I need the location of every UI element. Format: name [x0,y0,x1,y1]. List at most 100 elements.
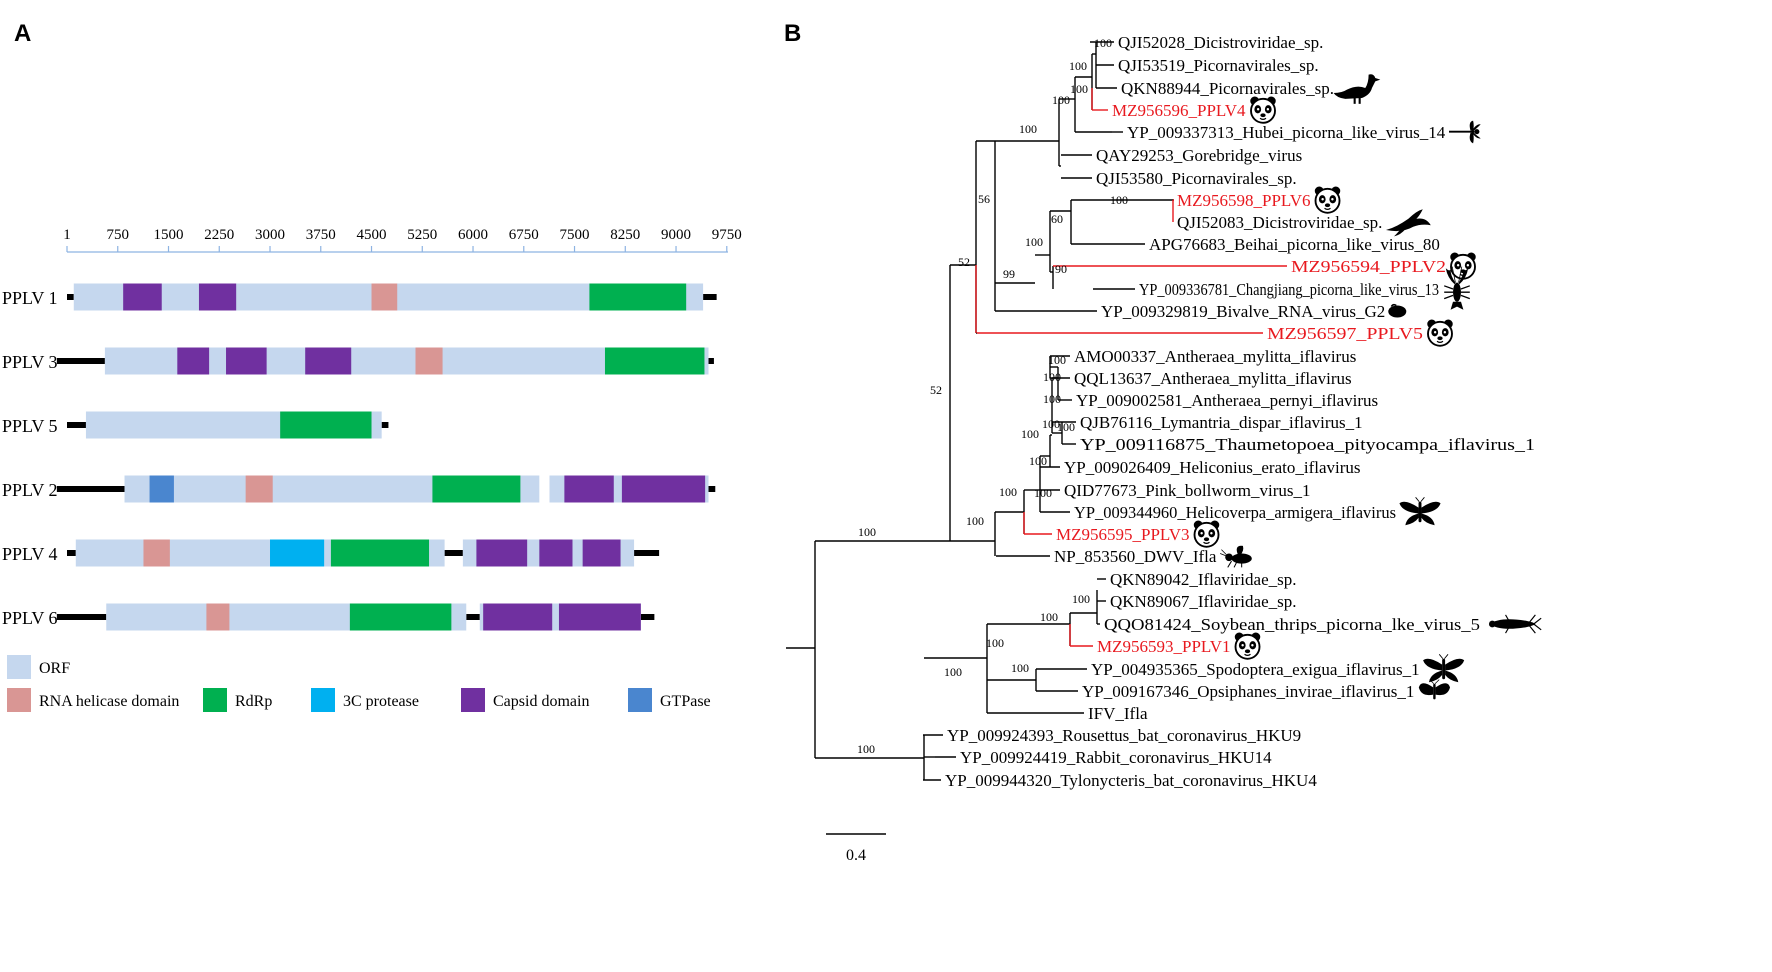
genome-row: PPLV 2 [2,475,716,503]
taxon-label: YP_009944320_Tylonycteris_bat_coronaviru… [945,771,1317,790]
scale-tick-label: 750 [107,227,130,243]
taxon-label: QQO81424_Soybean_thrips_picorna_lke_viru… [1104,615,1480,634]
bootstrap-value: 100 [1110,193,1128,207]
legend-item-orf: ORF [7,655,70,679]
bootstrap-value: 100 [1042,417,1060,431]
noncoding-line [708,358,714,364]
legend-swatch [311,688,335,712]
taxon-label: YP_009337313_Hubei_picorna_like_virus_14 [1127,123,1446,142]
taxon-label-highlight: MZ956598_PPLV6 [1177,191,1311,210]
noncoding-line [708,486,716,492]
bootstrap-value: 52 [930,383,942,397]
noncoding-line [56,358,105,364]
moth-icon [1399,497,1441,526]
noncoding-line [634,550,660,556]
bootstrap-value: 100 [857,742,875,756]
capsid-domain [621,475,706,503]
panda-icon [1426,318,1454,347]
noncoding-line [444,550,463,556]
bootstrap-value: 60 [1051,212,1063,226]
noncoding-line [56,486,125,492]
bootstrap-value: 100 [1034,486,1052,500]
scale-bar: 0.4 [826,833,886,864]
bootstrap-value: 100 [1094,36,1112,50]
scale-tick-label: 1 [63,227,71,243]
bootstrap-value: 99 [1003,267,1015,281]
bootstrap-value: 56 [978,192,990,206]
bootstrap-value: 100 [1040,610,1058,624]
legend-item-helicase: RNA helicase domain [7,688,179,712]
taxon-label: YP_004935365_Spodoptera_exigua_iflavirus… [1091,660,1420,679]
taxon-label: QJI53580_Picornavirales_sp. [1096,169,1297,188]
bootstrap-value: 100 [1057,420,1075,434]
capsid-domain [564,475,614,503]
bootstrap-value: 100 [1011,661,1029,675]
bootstrap-value: 100 [1025,235,1043,249]
noncoding-line [466,614,480,620]
taxon-label-highlight: MZ956596_PPLV4 [1112,101,1246,120]
legend-label: 3C protease [343,693,419,710]
legend-swatch [203,688,227,712]
taxon-label: QJB76116_Lymantria_dispar_iflavirus_1 [1080,413,1363,432]
taxon-label: QKN88944_Picornavirales_sp. [1121,79,1334,98]
legend-item-gtpase: GTPase [628,688,711,712]
capsid-domain [483,603,553,631]
rdrp-domain [280,411,372,439]
legend-item-capsid: Capsid domain [461,688,589,712]
bootstrap-value: 100 [1072,592,1090,606]
moth-icon [1422,654,1465,683]
thrips-icon [1488,614,1542,634]
bootstrap-value: 100 [999,485,1017,499]
helicase-domain [143,539,170,567]
butterfly-icon [1418,679,1451,700]
taxon-label: YP_009116875_Thaumetopoea_pityocampa_ifl… [1080,435,1535,454]
legend-label: RdRp [235,693,272,710]
genome-row: PPLV 3 [2,347,714,375]
taxon-label: QKN89067_Iflaviridae_sp. [1110,592,1297,611]
bootstrap-value: 100 [986,636,1004,650]
taxon-label: YP_009336781_Changjiang_picorna_like_vir… [1139,280,1439,299]
noncoding-line [67,294,74,300]
legend-label: GTPase [660,693,711,710]
noncoding-line [67,550,76,556]
bootstrap-value: 100 [944,665,962,679]
taxon-label: QKN89042_Iflaviridae_sp. [1110,570,1297,589]
bee-icon [1219,545,1253,568]
taxon-label: YP_009167346_Opsiphanes_invirae_iflaviru… [1082,682,1414,701]
scale-tick-label: 4500 [357,227,387,243]
scale-tick-label: 3000 [255,227,285,243]
taxon-label: YP_009329819_Bivalve_RNA_virus_G2 [1101,302,1385,321]
taxon-label: QAY29253_Gorebridge_virus [1096,146,1302,165]
taxon-label: APG76683_Beihai_picorna_like_virus_80 [1149,235,1440,254]
bootstrap-value: 100 [1043,392,1061,406]
capsid-domain [177,347,210,375]
capsid-domain [582,539,621,567]
taxon-label: IFV_Ifla [1088,704,1148,723]
scale-tick-label: 6750 [509,227,539,243]
taxon-label: QID77673_Pink_bollworm_virus_1 [1064,481,1311,500]
bootstrap-value: 100 [1029,454,1047,468]
rdrp-domain [349,603,452,631]
genome-name: PPLV 2 [2,480,58,500]
legend-label: ORF [39,660,70,677]
rdrp-domain [330,539,430,567]
bootstrap-value: 100 [1052,93,1070,107]
noncoding-line [381,422,389,428]
genome-name: PPLV 1 [2,288,58,308]
genome-row: PPLV 4 [2,539,660,567]
bootstrap-value: 90 [1055,262,1067,276]
rdrp-domain [432,475,521,503]
bootstrap-value: 100 [966,514,984,528]
scale-tick-label: 7500 [560,227,590,243]
taxon-label: YP_009924419_Rabbit_coronavirus_HKU14 [960,748,1272,767]
gtpase-domain [149,475,174,503]
genome-name: PPLV 3 [2,352,58,372]
panda-icon [1192,519,1221,548]
bootstrap-value: 100 [1070,82,1088,96]
legend-swatch [628,688,652,712]
panel-a-letter: A [14,20,31,47]
scale-tick-label: 2250 [204,227,234,243]
